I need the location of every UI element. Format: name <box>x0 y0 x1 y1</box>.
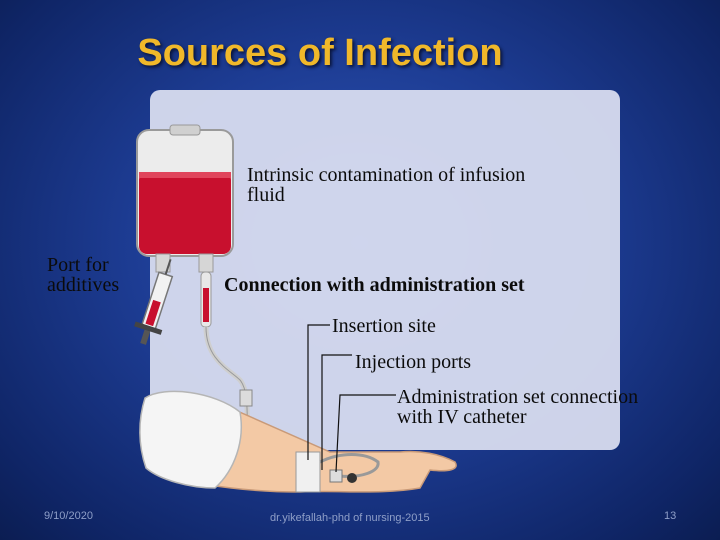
label-connection-admin-set: Connection with administration set <box>224 274 525 296</box>
label-port-for-additives: Port for additives <box>47 254 120 296</box>
footer-date: 9/10/2020 <box>44 510 93 522</box>
label-insertion-site: Insertion site <box>332 315 436 337</box>
label-admin-set-catheter: Administration set connection with IV ca… <box>397 386 639 428</box>
footer-author: dr.yikefallah-phd of nursing-2015 <box>270 512 430 524</box>
syringe-icon <box>134 258 174 345</box>
footer-page-number: 13 <box>664 510 677 522</box>
bag-ports <box>155 253 214 328</box>
label-injection-ports: Injection ports <box>355 351 472 373</box>
label-intrinsic-contamination: Intrinsic contamination of infusion flui… <box>247 164 526 206</box>
iv-bag <box>136 124 234 257</box>
leader-lines <box>307 324 396 473</box>
injection-port-clamp <box>239 389 253 407</box>
slide-title: Sources of Infection <box>137 32 503 74</box>
